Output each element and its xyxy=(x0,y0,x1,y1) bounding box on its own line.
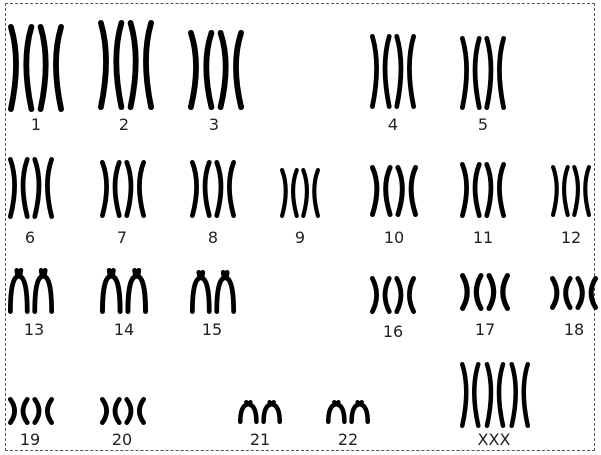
chromosome-label-10: 10 xyxy=(364,230,424,246)
chromosome-pair-14 xyxy=(100,268,148,314)
chromosome-set-sex-xxx xyxy=(460,362,530,428)
chromosome-label-17: 17 xyxy=(455,322,515,338)
chromosome-label-7: 7 xyxy=(92,230,152,246)
chromosome-pair-22 xyxy=(326,400,370,424)
chromosome-label-16: 16 xyxy=(363,324,423,340)
chromosome-pair-2 xyxy=(98,20,154,110)
chromosome-label-4: 4 xyxy=(363,117,423,133)
chromosome-pair-7 xyxy=(100,160,146,218)
chromosome-label-20: 20 xyxy=(92,432,152,448)
chromosome-pair-4 xyxy=(370,34,416,109)
chromosome-label-14: 14 xyxy=(94,322,154,338)
chromosome-label-1: 1 xyxy=(6,117,66,133)
chromosome-pair-5 xyxy=(460,36,506,110)
chromosome-label-xxx: XXX xyxy=(464,432,524,448)
chromosome-pair-21 xyxy=(238,400,282,424)
chromosome-label-11: 11 xyxy=(453,230,513,246)
chromosome-label-5: 5 xyxy=(453,117,513,133)
chromosome-pair-10 xyxy=(370,165,418,217)
chromosome-pair-19 xyxy=(8,397,54,425)
chromosome-pair-18 xyxy=(550,276,598,310)
chromosome-pair-8 xyxy=(190,160,236,218)
chromosome-label-19: 19 xyxy=(0,432,60,448)
chromosome-pair-6 xyxy=(8,157,54,219)
chromosome-pair-1 xyxy=(8,24,64,112)
chromosome-pair-12 xyxy=(551,165,591,217)
chromosome-label-12: 12 xyxy=(541,230,601,246)
chromosome-pair-20 xyxy=(100,397,146,425)
chromosome-label-6: 6 xyxy=(0,230,60,246)
chromosome-label-13: 13 xyxy=(4,322,64,338)
chromosome-pair-9 xyxy=(280,168,320,218)
chromosome-pair-16 xyxy=(370,276,416,314)
chromosome-pair-17 xyxy=(460,273,510,311)
chromosome-pair-11 xyxy=(460,162,506,218)
chromosome-label-8: 8 xyxy=(183,230,243,246)
chromosome-label-2: 2 xyxy=(94,117,154,133)
chromosome-label-21: 21 xyxy=(230,432,290,448)
chromosome-label-3: 3 xyxy=(184,117,244,133)
chromosome-label-18: 18 xyxy=(544,322,601,338)
chromosome-pair-13 xyxy=(8,268,54,314)
chromosome-pair-15 xyxy=(190,270,236,314)
chromosome-label-9: 9 xyxy=(270,230,330,246)
chromosome-pair-3 xyxy=(188,30,244,110)
chromosome-label-22: 22 xyxy=(318,432,378,448)
chromosome-label-15: 15 xyxy=(182,322,242,338)
